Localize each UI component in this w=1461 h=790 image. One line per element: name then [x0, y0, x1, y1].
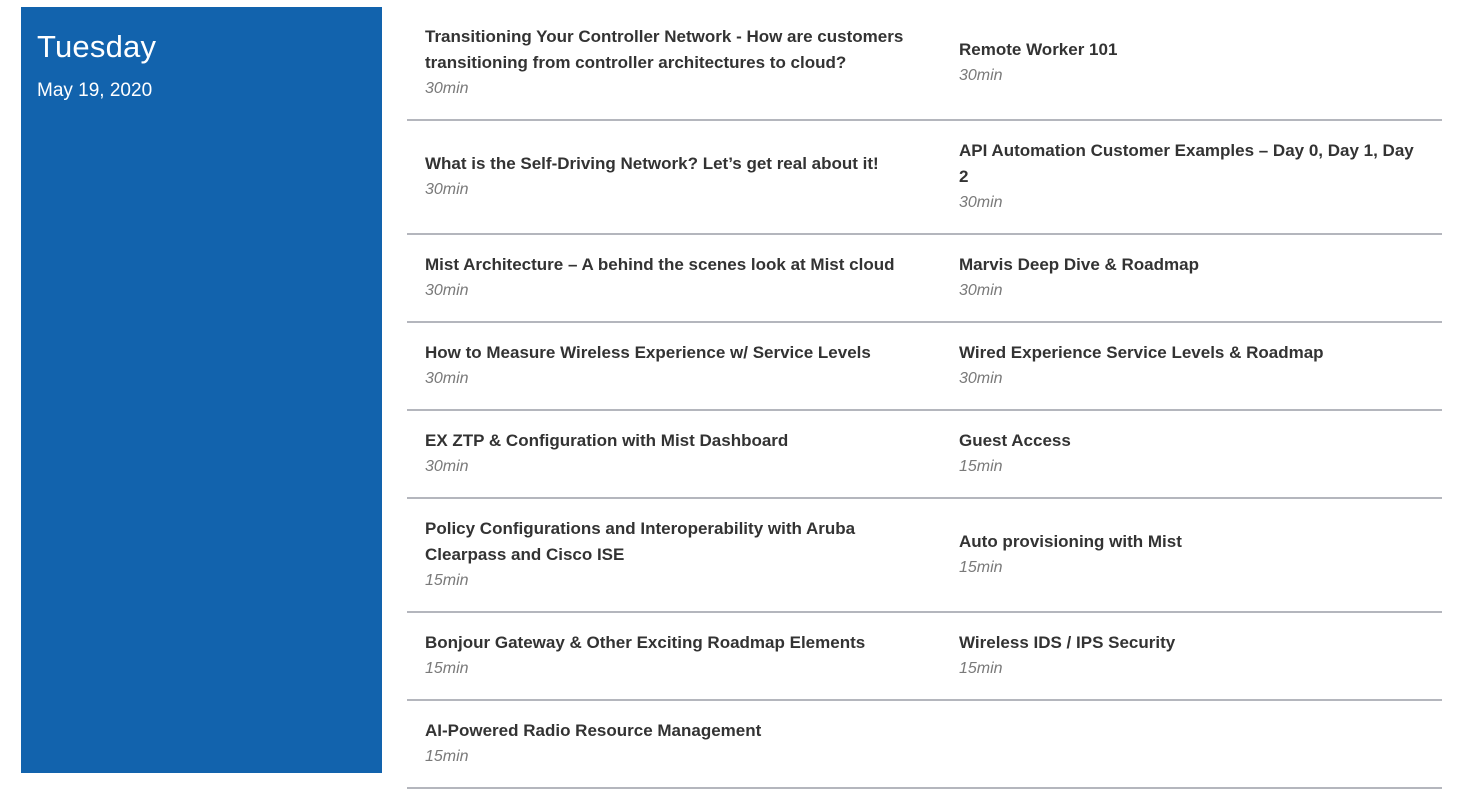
session-title: API Automation Customer Examples – Day 0… — [959, 141, 1414, 186]
session-duration: 30min — [425, 458, 469, 475]
session-row: What is the Self-Driving Network? Let’s … — [407, 121, 1442, 235]
session-row: Mist Architecture – A behind the scenes … — [407, 235, 1442, 323]
session-duration: 15min — [959, 660, 1003, 677]
session-cell[interactable]: How to Measure Wireless Experience w/ Se… — [407, 340, 941, 392]
session-row: EX ZTP & Configuration with Mist Dashboa… — [407, 411, 1442, 499]
session-cell[interactable]: API Automation Customer Examples – Day 0… — [941, 138, 1442, 216]
session-duration: 15min — [425, 748, 469, 765]
session-duration: 15min — [425, 572, 469, 589]
session-cell[interactable]: EX ZTP & Configuration with Mist Dashboa… — [407, 428, 941, 480]
session-duration: 30min — [425, 282, 469, 299]
session-duration: 30min — [425, 370, 469, 387]
session-title: Bonjour Gateway & Other Exciting Roadmap… — [425, 633, 866, 652]
session-title: How to Measure Wireless Experience w/ Se… — [425, 343, 871, 362]
session-duration: 30min — [959, 282, 1003, 299]
session-row: How to Measure Wireless Experience w/ Se… — [407, 323, 1442, 411]
session-title: Wireless IDS / IPS Security — [959, 633, 1176, 652]
session-cell[interactable]: AI-Powered Radio Resource Management 15m… — [407, 718, 941, 770]
session-duration: 15min — [959, 458, 1003, 475]
session-title: Transitioning Your Controller Network - … — [425, 27, 904, 72]
session-cell[interactable]: Marvis Deep Dive & Roadmap 30min — [941, 252, 1442, 304]
session-cell[interactable]: Wired Experience Service Levels & Roadma… — [941, 340, 1442, 392]
session-row: Bonjour Gateway & Other Exciting Roadmap… — [407, 613, 1442, 701]
session-row: Policy Configurations and Interoperabili… — [407, 499, 1442, 613]
session-title: Remote Worker 101 — [959, 40, 1118, 59]
session-cell[interactable]: Remote Worker 101 30min — [941, 37, 1442, 89]
session-duration: 15min — [425, 660, 469, 677]
session-title: AI-Powered Radio Resource Management — [425, 721, 762, 740]
session-title: Wired Experience Service Levels & Roadma… — [959, 343, 1324, 362]
session-title: Marvis Deep Dive & Roadmap — [959, 255, 1199, 274]
session-duration: 30min — [425, 181, 469, 198]
session-cell[interactable]: What is the Self-Driving Network? Let’s … — [407, 151, 941, 203]
day-sidebar: Tuesday May 19, 2020 — [21, 7, 382, 773]
session-row: AI-Powered Radio Resource Management 15m… — [407, 701, 1442, 789]
session-cell[interactable]: Wireless IDS / IPS Security 15min — [941, 630, 1442, 682]
session-list: Transitioning Your Controller Network - … — [407, 7, 1442, 789]
session-duration: 15min — [959, 559, 1003, 576]
session-title: Auto provisioning with Mist — [959, 532, 1182, 551]
session-duration: 30min — [425, 80, 469, 97]
session-row: Transitioning Your Controller Network - … — [407, 7, 1442, 121]
session-cell[interactable]: Bonjour Gateway & Other Exciting Roadmap… — [407, 630, 941, 682]
session-title: Guest Access — [959, 431, 1071, 450]
session-duration: 30min — [959, 370, 1003, 387]
session-title: Policy Configurations and Interoperabili… — [425, 519, 856, 564]
day-title: Tuesday — [37, 29, 157, 64]
session-duration: 30min — [959, 194, 1003, 211]
session-cell[interactable]: Transitioning Your Controller Network - … — [407, 24, 941, 102]
session-duration: 30min — [959, 67, 1003, 84]
session-cell[interactable]: Mist Architecture – A behind the scenes … — [407, 252, 941, 304]
session-cell[interactable]: Auto provisioning with Mist 15min — [941, 529, 1442, 581]
session-title: EX ZTP & Configuration with Mist Dashboa… — [425, 431, 789, 450]
session-title: Mist Architecture – A behind the scenes … — [425, 255, 895, 274]
session-cell[interactable]: Guest Access 15min — [941, 428, 1442, 480]
session-title: What is the Self-Driving Network? Let’s … — [425, 154, 879, 173]
session-cell[interactable]: Policy Configurations and Interoperabili… — [407, 516, 941, 594]
day-date: May 19, 2020 — [37, 80, 153, 101]
